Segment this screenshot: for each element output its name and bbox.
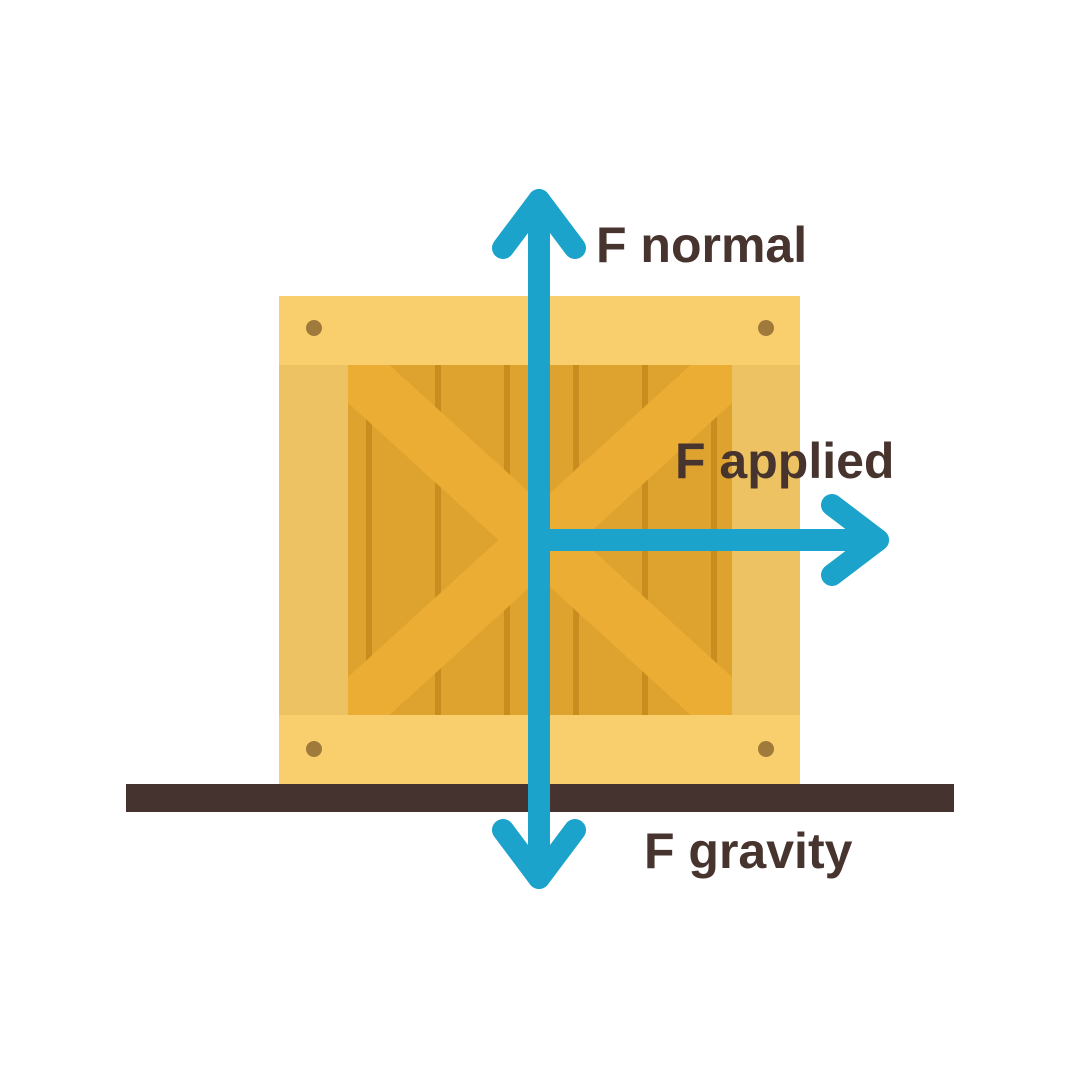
gravity-force-arrowhead-icon bbox=[492, 819, 586, 889]
nail-icon bbox=[306, 741, 322, 757]
crate-nails bbox=[306, 320, 774, 757]
applied-force-label: F applied bbox=[675, 433, 894, 489]
nail-icon bbox=[758, 741, 774, 757]
force-arrows bbox=[492, 189, 889, 889]
nail-icon bbox=[758, 320, 774, 336]
applied-force-arrowhead-icon bbox=[821, 494, 889, 586]
normal-force-label: F normal bbox=[596, 217, 807, 273]
normal-force-arrowhead-icon bbox=[492, 189, 586, 259]
gravity-force-label: F gravity bbox=[644, 823, 853, 879]
nail-icon bbox=[306, 320, 322, 336]
